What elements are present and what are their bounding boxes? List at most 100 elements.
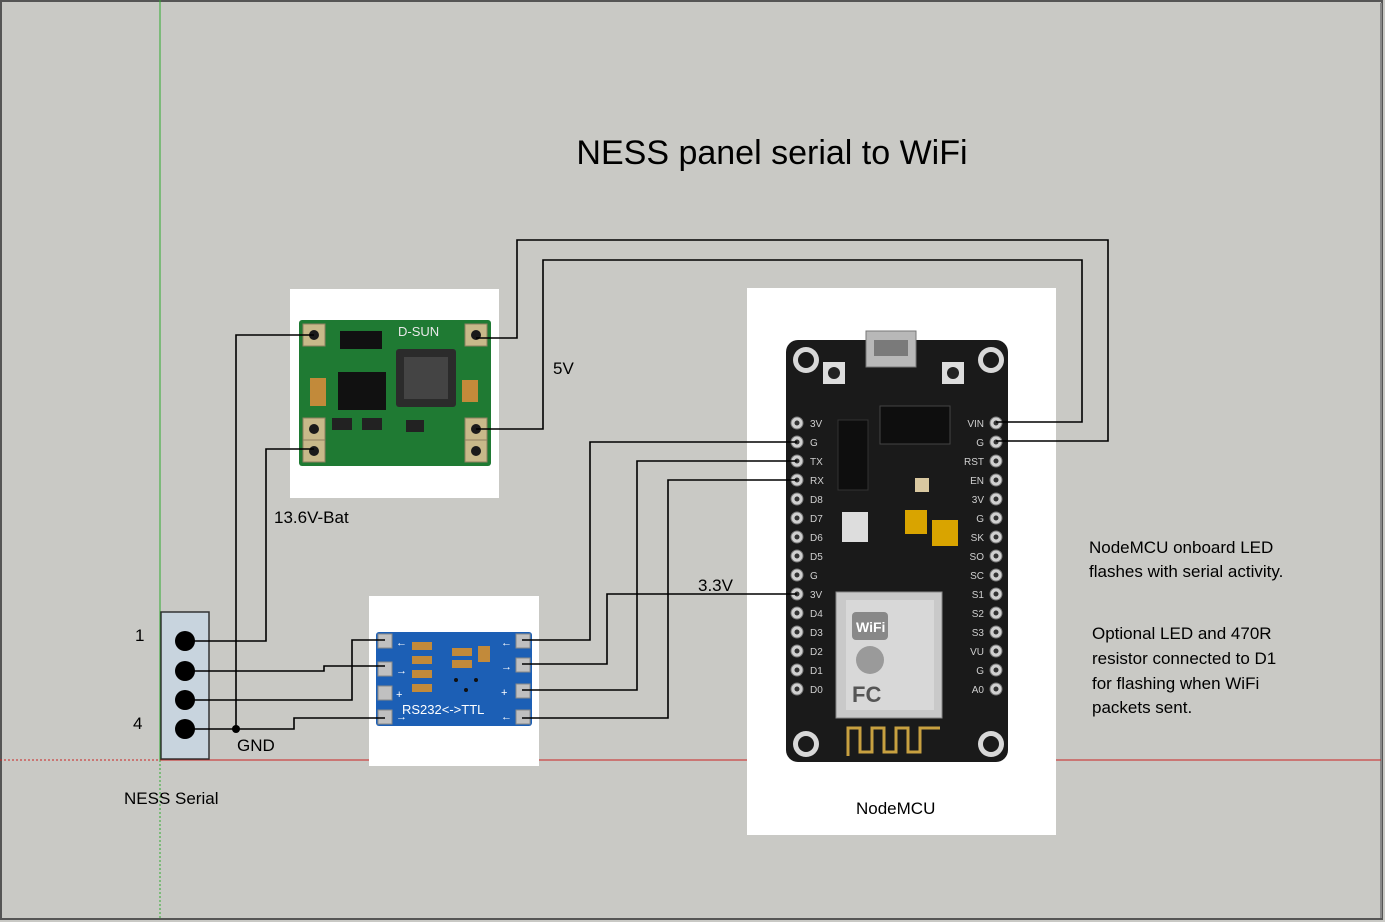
rs232-glyph-left-4: →	[396, 711, 407, 723]
usb-serial-chip	[879, 405, 951, 445]
rs232-glyph-right-3: +	[501, 687, 507, 699]
bat-label: 13.6V-Bat	[274, 508, 349, 527]
nodemcu-right-pin-label: S3	[972, 628, 985, 639]
nodemcu-left-pin-label: D8	[810, 495, 823, 506]
nodemcu-right-pin-label: SO	[970, 552, 985, 563]
nodemcu-right-pin-label: S1	[972, 590, 985, 601]
rs232-glyph-right-4: ←	[501, 711, 512, 723]
wire-gnd-to-rs232	[185, 717, 385, 730]
nodemcu-left-pin-hole	[794, 667, 800, 673]
nodemcu-right-pin-label: G	[976, 666, 984, 677]
wire-5v-pos	[476, 259, 1083, 430]
nodemcu-label: NodeMCU	[856, 799, 935, 818]
wire-pin2-to-rs232	[185, 665, 385, 672]
nodemcu-right-pin-hole	[993, 686, 999, 692]
nodemcu-left-pin-hole	[794, 534, 800, 540]
nodemcu-left-pin-label: 3V	[810, 590, 823, 601]
nodemcu-right-pin-label: G	[976, 438, 984, 449]
usb-port-icon	[865, 330, 917, 368]
nodemcu-right-pin-hole	[993, 591, 999, 597]
ness-serial-connector	[160, 611, 210, 760]
nodemcu-right-pin-hole	[993, 553, 999, 559]
gnd-label: GND	[237, 736, 275, 755]
note-opt-line-2: resistor connected to D1	[1092, 649, 1276, 668]
fcc-logo-text: FC	[852, 682, 881, 707]
wire-rs232-rx	[522, 460, 797, 691]
pcb-antenna	[842, 720, 946, 760]
rs232-glyph-left-2: →	[396, 665, 407, 677]
nodemcu-right-pin-hole	[993, 477, 999, 483]
nodemcu-right-pin-hole	[993, 458, 999, 464]
nodemcu-left-pin-label: D3	[810, 628, 823, 639]
nodemcu-right-pin-hole	[993, 496, 999, 502]
nodemcu-right-pin-label: SC	[970, 571, 984, 582]
nodemcu-left-pin-label: G	[810, 438, 818, 449]
nodemcu-right-pin-label: RST	[964, 457, 984, 468]
rs232-ttl-module: ← → + → ← → + ← RS232<->TTL	[369, 596, 539, 766]
nodemcu-right-pin-hole	[993, 534, 999, 540]
nodemcu-right-pin-label: VU	[970, 647, 984, 658]
nodemcu-left-pin-hole	[794, 648, 800, 654]
wire-buck-in-neg	[235, 334, 314, 729]
nodemcu-left-pin-label: 3V	[810, 419, 823, 430]
nodemcu-right-pin-hole	[993, 629, 999, 635]
nodemcu-left-pin-label: RX	[810, 476, 824, 487]
nodemcu-right-pin-hole	[993, 648, 999, 654]
nodemcu-right-pin-label: A0	[972, 685, 985, 696]
rs232-glyph-right-2: →	[501, 661, 512, 673]
note-opt-line-1: Optional LED and 470R	[1092, 624, 1272, 643]
wifi-logo-text: WiFi	[856, 619, 885, 635]
nodemcu-left-pin-hole	[794, 515, 800, 521]
rs232-glyph-right-1: ←	[501, 637, 512, 649]
wire-buck-in-pos	[185, 448, 314, 642]
nodemcu-right-pin-label: EN	[970, 476, 984, 487]
wire-rs232-tx	[522, 593, 797, 665]
nodemcu-right-pin-hole	[993, 572, 999, 578]
rs232-glyph-left-3: +	[396, 689, 402, 701]
nodemcu-left-pin-label: G	[810, 571, 818, 582]
wire-rs232-gnd	[522, 441, 797, 641]
note-led-line-1: NodeMCU onboard LED	[1089, 538, 1273, 557]
nodemcu-right-pin-hole	[993, 667, 999, 673]
rs232-glyph-left-1: ←	[396, 637, 407, 649]
nodemcu-left-pin-hole	[794, 420, 800, 426]
nodemcu-left-pin-label: D1	[810, 666, 823, 677]
nodemcu-right-pin-label: S2	[972, 609, 985, 620]
wire-pin3-to-rs232	[185, 639, 385, 701]
nodemcu-left-pin-label: D6	[810, 533, 823, 544]
nodemcu-left-pin-label: D2	[810, 647, 823, 658]
nodemcu-left-pin-label: D5	[810, 552, 823, 563]
nodemcu-right-pin-label: VIN	[967, 419, 984, 430]
nodemcu-right-pin-hole	[993, 515, 999, 521]
rs232-pcb	[376, 632, 532, 726]
nodemcu-right-pin-label: SK	[971, 533, 985, 544]
3v3-label: 3.3V	[698, 576, 734, 595]
nodemcu-left-pin-hole	[794, 553, 800, 559]
nodemcu-right-pin-label: 3V	[972, 495, 985, 506]
5v-label: 5V	[553, 359, 574, 378]
fcc-logo-icon: FC	[852, 682, 881, 707]
wire-5v-neg	[476, 239, 1109, 442]
note-opt-line-4: packets sent.	[1092, 698, 1192, 717]
nodemcu-left-pin-hole	[794, 496, 800, 502]
nodemcu-left-pin-hole	[794, 610, 800, 616]
wifi-logo-icon: WiFi	[852, 612, 888, 640]
nodemcu-right-pin-hole	[993, 610, 999, 616]
note-led-line-2: flashes with serial activity.	[1089, 562, 1283, 581]
wiring	[185, 239, 1109, 733]
diagram-title: NESS panel serial to WiFi	[576, 134, 967, 172]
nodemcu-left-pin-hole	[794, 572, 800, 578]
note-opt-line-3: for flashing when WiFi	[1092, 674, 1259, 693]
nodemcu-left-pin-hole	[794, 629, 800, 635]
buck-converter-module: D-SUN	[290, 289, 499, 498]
nodemcu-left-pin-hole	[794, 686, 800, 692]
connector-label: NESS Serial	[124, 789, 218, 808]
pin-1-label: 1	[135, 626, 144, 645]
rs232-board-label: RS232<->TTL	[402, 702, 484, 717]
nodemcu-right-pin-label: G	[976, 514, 984, 525]
